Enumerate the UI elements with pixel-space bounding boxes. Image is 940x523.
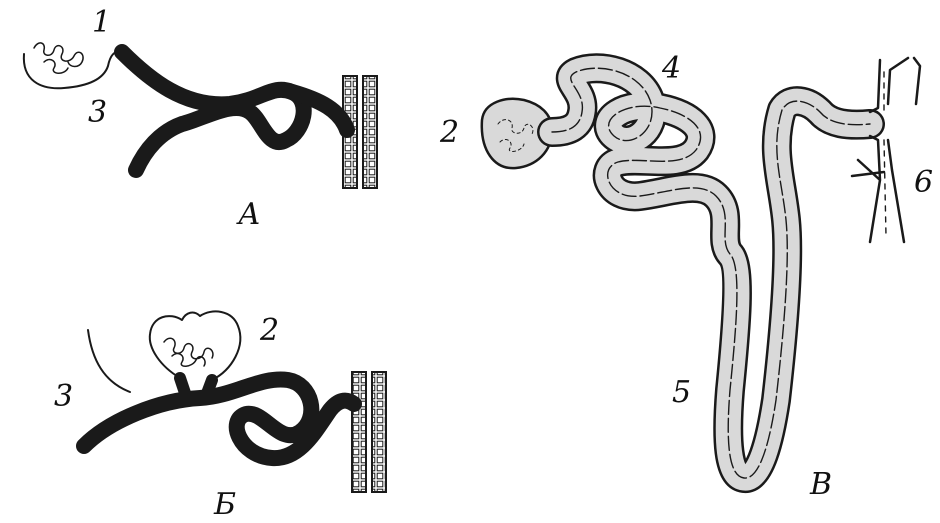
panel-c-collecting-duct xyxy=(852,58,908,242)
panel-c-duct-branch-top xyxy=(914,58,920,104)
panel-b-collecting-duct-right xyxy=(372,372,386,492)
panel-a-drawing xyxy=(24,43,377,188)
callout-3-panel-b-tubule: 3 xyxy=(54,382,73,412)
panel-b-lead-line xyxy=(88,330,130,392)
panel-c-drawing xyxy=(482,58,920,478)
panel-b-glomerulus-bulb xyxy=(150,311,241,380)
panel-b-drawing xyxy=(84,311,386,492)
panel-a-capillary-tuft xyxy=(34,43,83,73)
callout-2-bowman-capsule: 2 xyxy=(440,118,459,148)
callout-3-panel-a-tubule: 3 xyxy=(88,98,107,128)
panel-label-a: А xyxy=(238,200,261,230)
panel-a-tubule-cells xyxy=(122,52,304,170)
panel-b-collecting-duct-left xyxy=(352,372,366,492)
panel-label-b: Б xyxy=(214,490,236,520)
panel-a-collecting-duct-left xyxy=(343,76,357,188)
panel-c-tubule-fill xyxy=(552,68,870,478)
panel-c-duct-lumen xyxy=(884,66,886,236)
panel-b-capillary-tuft xyxy=(164,338,213,366)
panel-label-c: В xyxy=(810,470,832,500)
callout-5-loop-of-henle: 5 xyxy=(672,378,691,408)
callout-2-panel-b-capsule: 2 xyxy=(260,316,279,346)
callout-4-convoluted-tubule: 4 xyxy=(662,54,681,84)
callout-6-collecting-duct: 6 xyxy=(914,168,933,198)
panel-a-collecting-duct-right xyxy=(363,76,377,188)
callout-1-glomerulus: 1 xyxy=(92,8,111,38)
